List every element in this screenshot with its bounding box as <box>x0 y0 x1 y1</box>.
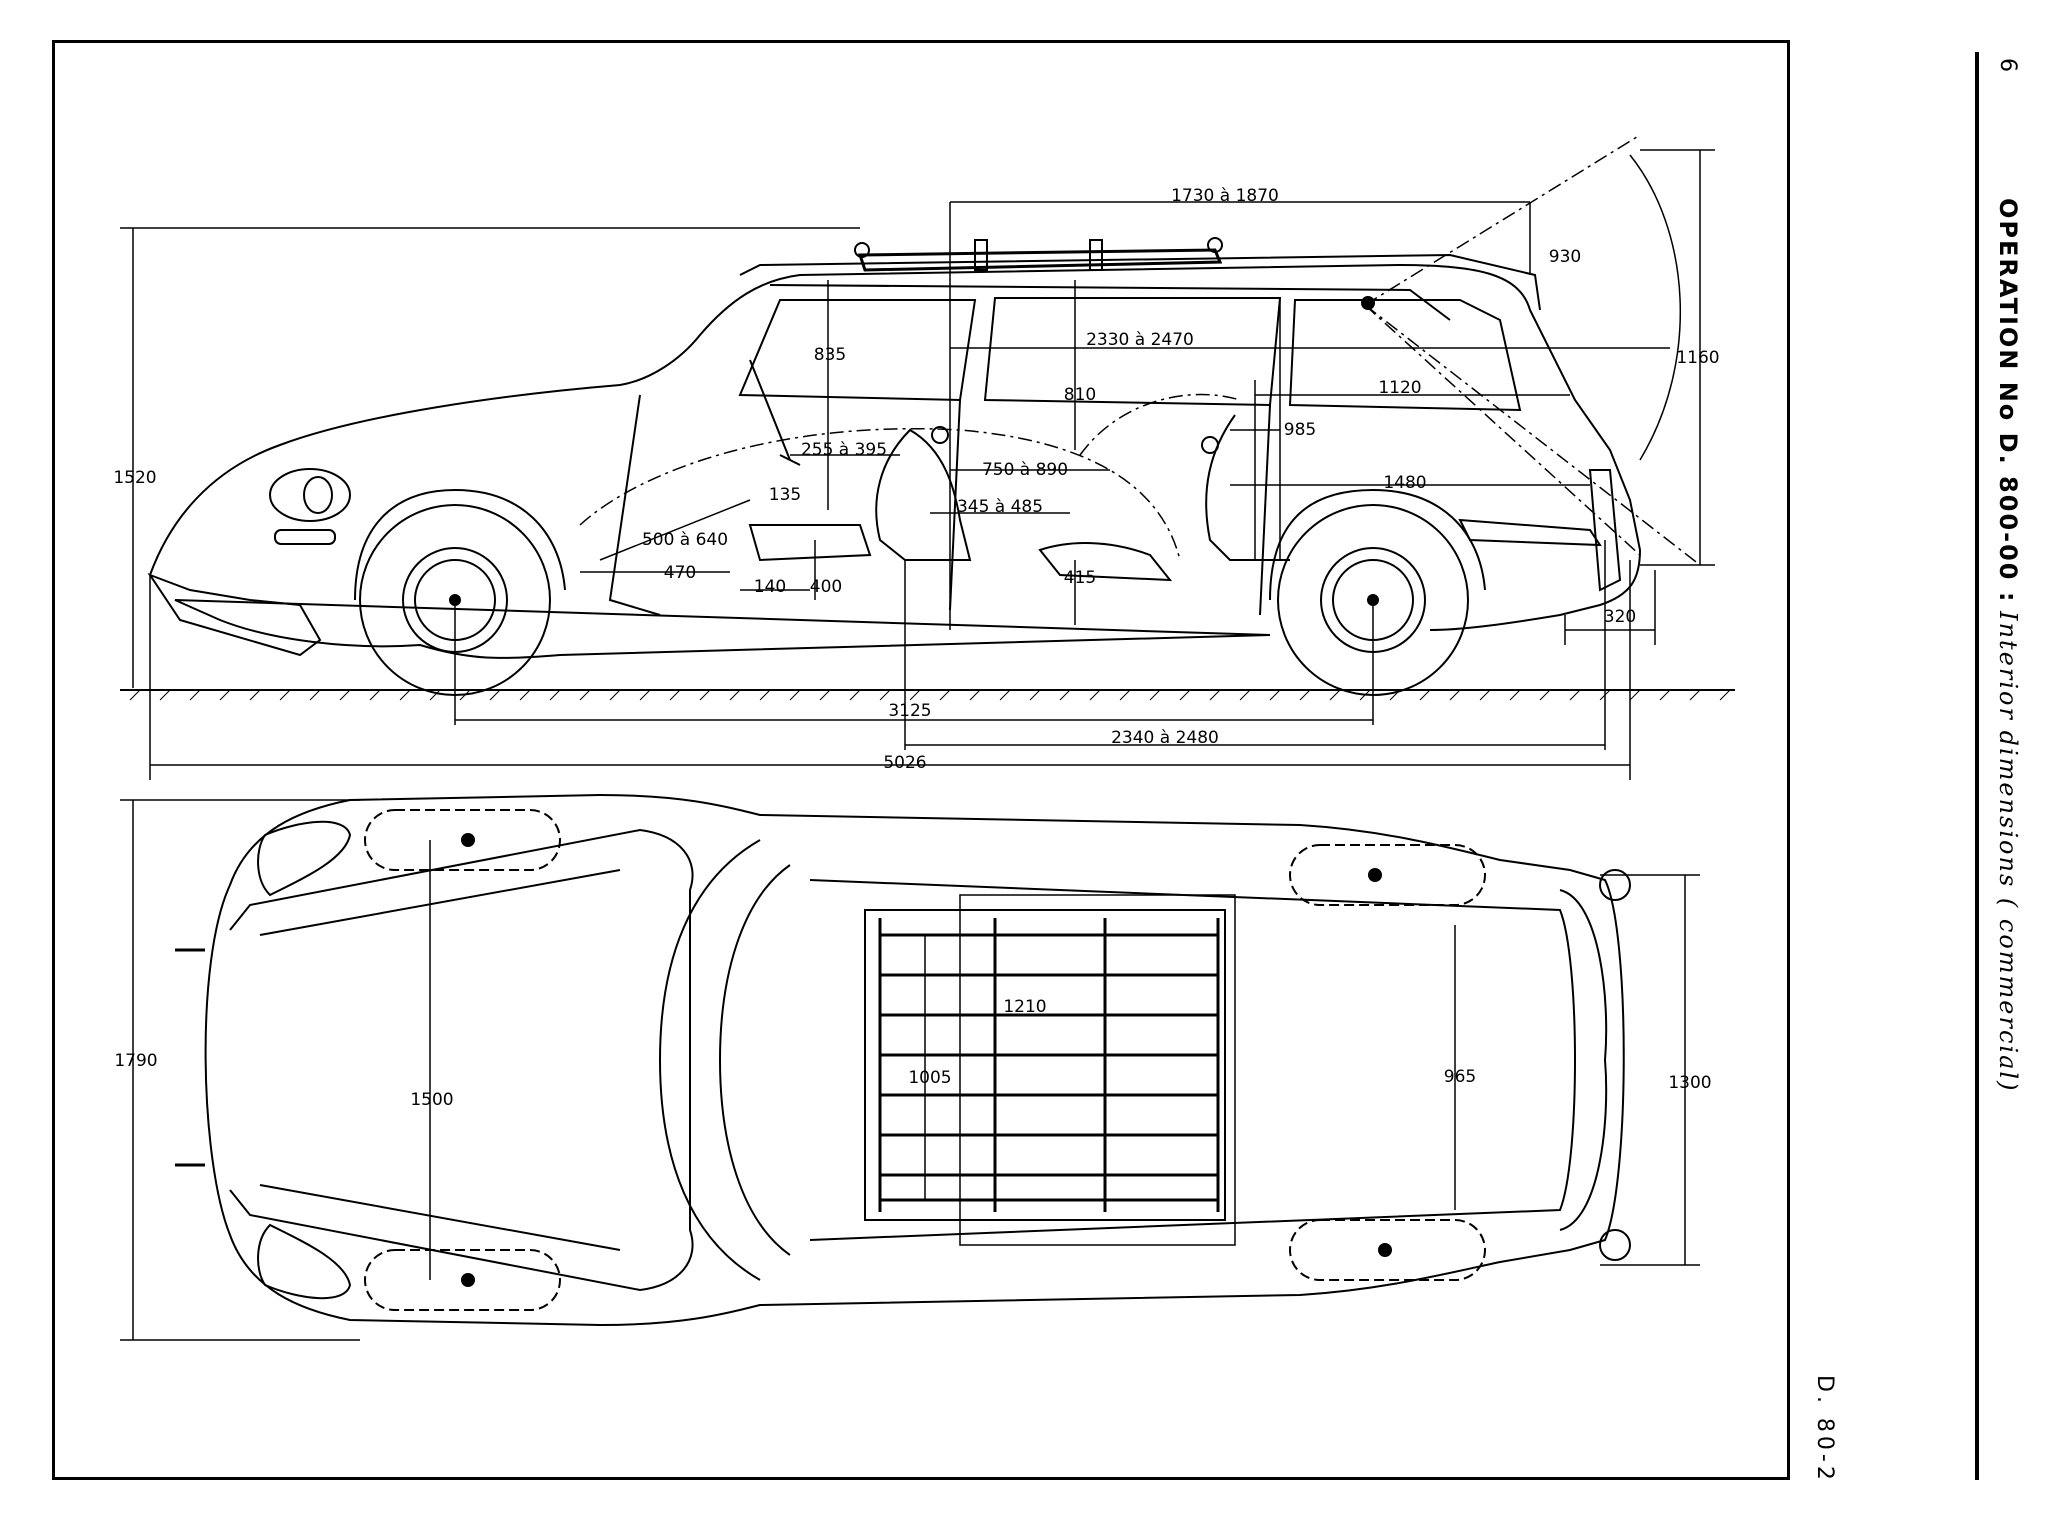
page-number: 6 <box>1995 58 2020 72</box>
dim-rack-width: 1005 <box>908 1068 951 1088</box>
dim-rack-length: 1210 <box>1003 997 1046 1017</box>
dim-roof-length: 1730 à 1870 <box>1171 186 1279 206</box>
side-view <box>120 134 1735 780</box>
dim-interior-length: 2330 à 2470 <box>1086 330 1194 350</box>
dim-cargo-length: 1120 <box>1378 378 1421 398</box>
dim-seat-travel-front: 255 à 395 <box>801 440 887 460</box>
dim-pedal-range: 500 à 640 <box>642 530 728 550</box>
dim-rear-interior-width: 965 <box>1444 1067 1476 1087</box>
dim-rear-overhang: 320 <box>1604 607 1636 627</box>
drawing-frame <box>52 40 1790 1480</box>
dim-rear-headroom: 810 <box>1064 385 1096 405</box>
dim-tailgate-arc: 930 <box>1549 247 1581 267</box>
dim-rear-seat-height: 985 <box>1284 420 1316 440</box>
dim-rear-track: 1300 <box>1668 1073 1711 1093</box>
dim-floor-gap: 140 <box>754 577 786 597</box>
dim-front-track: 1500 <box>410 1090 453 1110</box>
margin-rule <box>1975 52 1979 1480</box>
dim-seat-height-rear: 415 <box>1064 568 1096 588</box>
dim-wheelbase: 3125 <box>888 701 931 721</box>
dim-tailgate-height: 1160 <box>1676 348 1719 368</box>
top-view <box>120 793 1700 1341</box>
dim-seat-offset: 135 <box>769 485 801 505</box>
page-title: OPERATION No D. 800-00 : Interior dimens… <box>1994 198 2022 1092</box>
dim-height: 1520 <box>113 468 156 488</box>
dim-floor-front: 470 <box>664 563 696 583</box>
operation-subtitle: Interior dimensions ( commercial) <box>1994 611 2022 1093</box>
dim-overall-length: 5026 <box>883 753 926 773</box>
dim-seat-travel-rear: 750 à 890 <box>982 460 1068 480</box>
dim-overall-width: 1790 <box>114 1051 157 1071</box>
dim-cargo-floor-length: 1480 <box>1383 473 1426 493</box>
operation-label: OPERATION No D. 800-00 : <box>1994 198 2022 604</box>
doc-reference: D. 80-2 <box>1812 1375 1837 1484</box>
dim-front-headroom: 835 <box>814 345 846 365</box>
dim-legroom-rear: 345 à 485 <box>957 497 1043 517</box>
dim-rear-load-range: 2340 à 2480 <box>1111 728 1219 748</box>
dim-seat-height-front: 400 <box>810 577 842 597</box>
